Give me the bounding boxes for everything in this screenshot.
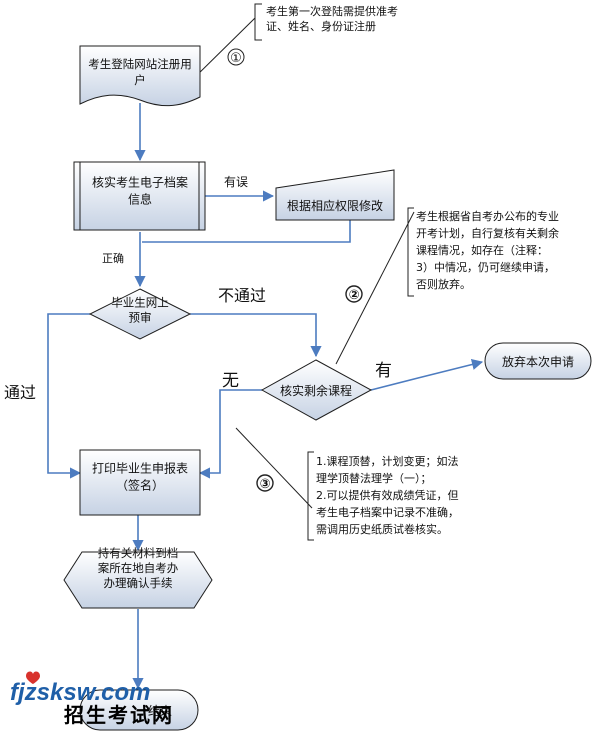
- leader-note-3-bracket: [307, 451, 314, 541]
- note-line: 课程情况，如存在（注释：: [416, 243, 548, 257]
- node-verify-archive-label: 核实考生电子档案信息: [92, 175, 188, 207]
- note-line: 考生电子档案中记录不准确，: [316, 505, 459, 519]
- node-verify-archive: 核实考生电子档案信息: [73, 161, 206, 231]
- edge-label-not-pass: 不通过: [218, 286, 266, 305]
- label-line: 预审: [129, 311, 152, 325]
- connectors: [47, 103, 484, 690]
- node-modify-label: 根据相应权限修改: [287, 198, 383, 213]
- node-register: 考生登陆网站注册用户: [79, 45, 201, 107]
- label-line: （签名）: [116, 478, 164, 493]
- node-print-form: 打印毕业生申报表 （签名）: [79, 449, 201, 516]
- label-line: 持有关材料到档: [98, 546, 179, 560]
- label-line: 毕业生网上: [111, 296, 169, 310]
- edge-label-error: 有误: [224, 175, 248, 189]
- label-line: 信息: [128, 192, 152, 207]
- label-line: 案所在地自考办: [98, 561, 179, 575]
- note-2-text: 考生根据省自考办公布的专业开考计划，自行复核有关剩余课程情况，如存在（注释： 3）…: [416, 209, 559, 291]
- edge-check-none: [198, 389, 262, 479]
- note-2-marker-circle: [345, 285, 363, 303]
- watermark-brand: fjzsksw.com: [10, 679, 151, 706]
- edge-label-pass: 通过: [4, 383, 36, 402]
- note-line: 开考计划，自行复核有关剩余: [416, 226, 559, 240]
- leader-note-3: [235, 427, 313, 509]
- watermark-subtitle: 招生考试网: [64, 703, 174, 727]
- node-modify: 根据相应权限修改: [275, 169, 395, 221]
- leader-note-1-bracket: [254, 3, 262, 41]
- leader-note-2: [335, 211, 415, 365]
- node-end: 结束: [79, 689, 199, 731]
- node-pre-review: 毕业生网上预审: [88, 288, 192, 340]
- note-3: ③ 1.课程顶替，计划变更；如法理学顶替法理学（一）； 2.可以提供有效成绩凭证，…: [256, 454, 459, 536]
- note-1-text: 考生第一次登陆需提供准考证、姓名、身份证注册: [266, 4, 398, 33]
- node-abandon-label: 放弃本次申请: [502, 354, 574, 369]
- label-line: 核实考生电子档案: [92, 175, 188, 190]
- leader-note-2-bracket: [407, 207, 414, 297]
- label-line: 考生登陆网站注册用: [88, 57, 192, 71]
- node-print-form-label: 打印毕业生申报表 （签名）: [92, 461, 188, 493]
- node-confirm-label: 持有关材料到档案所在地自考办办理确认手续: [98, 546, 179, 590]
- heart-icon: [26, 671, 40, 684]
- note-1-marker: ①: [230, 51, 242, 66]
- note-3-text: 1.课程顶替，计划变更；如法理学顶替法理学（一）； 2.可以提供有效成绩凭证，但考…: [316, 454, 459, 536]
- edge-label-has: 有: [375, 361, 392, 381]
- node-end-label: 结束: [148, 704, 172, 718]
- note-3-marker: ③: [259, 477, 270, 492]
- edge-prereview-pass: [47, 313, 90, 479]
- note-1: ① 考生第一次登陆需提供准考证、姓名、身份证注册: [227, 4, 398, 66]
- label-line: 打印毕业生申报表: [92, 461, 188, 476]
- note-line: 证、姓名、身份证注册: [266, 19, 376, 33]
- edge-label-correct: 正确: [102, 252, 124, 265]
- note-line: 理学顶替法理学（一）；: [316, 471, 432, 485]
- node-abandon: 放弃本次申请: [484, 342, 592, 380]
- label-line: 办理确认手续: [104, 576, 173, 590]
- document-shape: [79, 45, 201, 107]
- edge-modify-return: [142, 218, 351, 243]
- node-check-courses-label: 核实剩余课程: [280, 383, 352, 398]
- note-line: 1.课程顶替，计划变更；如法: [316, 454, 459, 468]
- note-2: ② 考生根据省自考办公布的专业开考计划，自行复核有关剩余课程情况，如存在（注释：…: [345, 209, 559, 303]
- note-3-marker-circle: [256, 474, 274, 492]
- note-line: 考生根据省自考办公布的专业: [416, 209, 559, 223]
- edge-label-none: 无: [222, 371, 239, 391]
- manual-input-shape: [275, 169, 395, 221]
- node-confirm: 持有关材料到档案所在地自考办办理确认手续: [63, 546, 213, 609]
- note-line: 2.可以提供有效成绩凭证，但: [316, 488, 459, 502]
- node-check-courses: 核实剩余课程: [260, 359, 373, 421]
- leader-note-1: [189, 17, 256, 83]
- note-line: 需调用历史纸质试卷核实。: [316, 522, 448, 536]
- note-1-marker-circle: [227, 48, 245, 66]
- note-leaders: [189, 3, 415, 541]
- note-line: 3）中情况，仍可继续申请，: [416, 260, 555, 274]
- label-line: 户: [134, 73, 146, 87]
- node-register-label: 考生登陆网站注册用户: [88, 57, 192, 87]
- edge-check-has: [370, 359, 484, 391]
- note-line: 考生第一次登陆需提供准考: [266, 4, 398, 18]
- note-line: 否则放弃。: [416, 277, 471, 291]
- watermark: fjzsksw.com 招生考试网: [10, 671, 174, 727]
- note-2-marker: ②: [348, 288, 359, 303]
- node-pre-review-label: 毕业生网上预审: [111, 296, 169, 325]
- edge-prereview-not-pass: [190, 313, 322, 358]
